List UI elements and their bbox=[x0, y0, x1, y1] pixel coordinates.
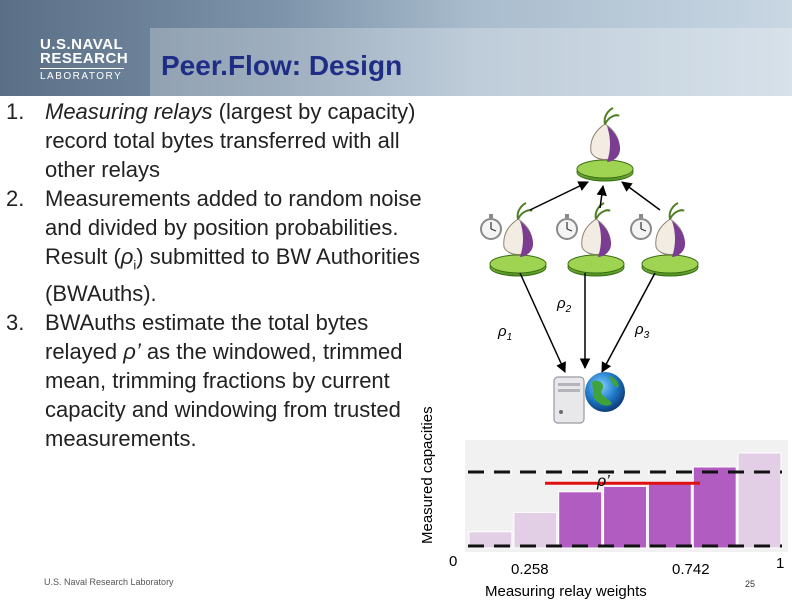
chart-bars bbox=[468, 452, 782, 549]
capacity-chart: ρ’ Measured capacities 0 0.258 0.742 1 M… bbox=[419, 406, 788, 600]
onion-router-icon bbox=[641, 202, 699, 277]
chart-bar bbox=[558, 491, 603, 549]
list-text: as the windowed, trimmed mean, trimming … bbox=[45, 339, 403, 452]
list-item: 2. Measurements added to random noise and… bbox=[6, 184, 426, 308]
nrl-logo: U.S.NAVAL RESEARCH LABORATORY bbox=[40, 36, 129, 84]
onion-router-icon bbox=[567, 202, 625, 277]
stopwatch-icon bbox=[630, 213, 652, 240]
rho-2-label: ρ2 bbox=[556, 295, 572, 315]
slide-title: Peer.Flow: Design bbox=[161, 50, 403, 81]
x-tick-label: 0 bbox=[449, 553, 457, 570]
list-item: 3. BWAuths estimate the total bytes relay… bbox=[6, 308, 426, 453]
report-arrow bbox=[519, 272, 566, 373]
list-item: 1. Measuring relays (largest by capacity)… bbox=[6, 97, 426, 184]
rho-prime-chart-label: ρ’ bbox=[596, 473, 610, 490]
rho-subscript: i bbox=[133, 257, 137, 273]
x-tick-label: 0.258 bbox=[511, 561, 549, 578]
chart-bar bbox=[513, 511, 558, 549]
list-text: BWAuths estimate the total bytes relayed bbox=[45, 310, 369, 365]
list-number: 1. bbox=[6, 99, 25, 124]
server-globe-icon bbox=[553, 372, 625, 424]
list-text: (largest by capacity) record total bytes… bbox=[45, 99, 416, 182]
rho-symbol: ρ bbox=[120, 244, 134, 269]
x-tick-label: 0.742 bbox=[672, 561, 710, 578]
chart-bar bbox=[737, 452, 782, 549]
measurement-arrow bbox=[621, 181, 661, 211]
measurement-arrow bbox=[596, 184, 607, 209]
measurement-arrow bbox=[529, 181, 589, 211]
rho-prime-symbol: ρ’ bbox=[123, 339, 141, 365]
measuring-relays-term: Measuring relays bbox=[45, 99, 213, 124]
onion-router-icon bbox=[576, 107, 634, 182]
design-steps-list: 1. Measuring relays (largest by capacity)… bbox=[6, 97, 426, 453]
logo-line-3: LABORATORY bbox=[40, 68, 124, 84]
list-number: 2. bbox=[6, 186, 25, 211]
header-band bbox=[150, 28, 792, 96]
chart-bar bbox=[692, 466, 737, 549]
header-banner: U.S.NAVAL RESEARCH LABORATORY Peer.Flow:… bbox=[0, 0, 792, 96]
chart-bar bbox=[468, 531, 513, 549]
x-tick-label: 1 bbox=[776, 555, 784, 572]
list-text: ) submitted to BW Authorities (BWAuths). bbox=[45, 244, 420, 307]
x-axis-label: Measuring relay weights bbox=[485, 583, 647, 600]
footer-org: U.S. Naval Research Laboratory bbox=[44, 577, 174, 587]
list-text: Measurements added to random noise and d… bbox=[45, 186, 422, 269]
logo-line-1: U.S.NAVAL bbox=[40, 36, 124, 53]
rho-3-label: ρ3 bbox=[634, 321, 650, 341]
stopwatch-icon bbox=[556, 213, 578, 240]
report-arrow bbox=[601, 272, 656, 373]
onion-router-icon bbox=[489, 202, 547, 277]
rho-1-label: ρ1 bbox=[497, 323, 512, 343]
chart-bar bbox=[603, 485, 647, 549]
logo-line-2: RESEARCH bbox=[40, 50, 129, 67]
chart-bar bbox=[647, 481, 692, 549]
page-number: 25 bbox=[745, 579, 756, 589]
list-number: 3. bbox=[6, 310, 25, 336]
y-axis-label: Measured capacities bbox=[419, 406, 436, 544]
stopwatch-icon bbox=[480, 213, 502, 240]
